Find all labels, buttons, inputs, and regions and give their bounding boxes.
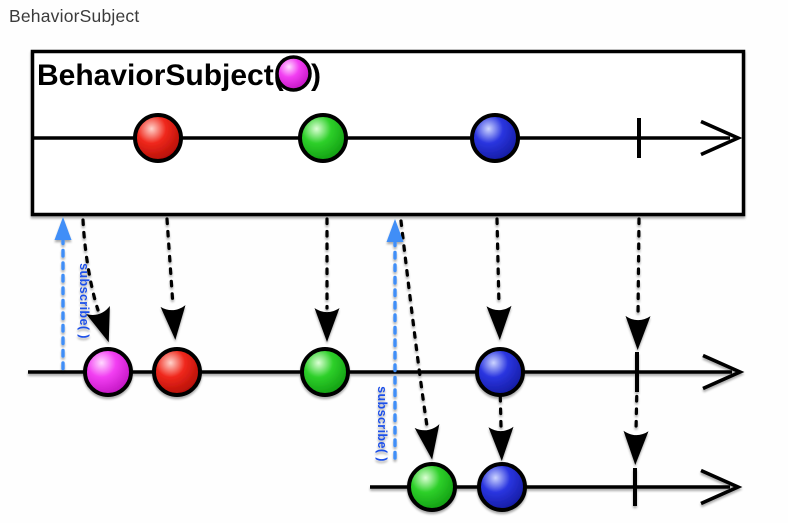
subscribe-label: subscribe( ) (77, 263, 91, 339)
emission-arrow-source-red-to-subscriber-1-red (160, 217, 186, 340)
timeline-subscriber-1 (28, 347, 745, 397)
marble-green-source (298, 113, 348, 163)
marble-green-subscriber-2 (407, 462, 457, 512)
subscribe-arrows: subscribe( ) subscribe( ) (54, 217, 404, 462)
marble-red-source (133, 113, 183, 163)
emission-arrow-subscriber-1-complete-to-subscriber-2-complete (623, 382, 649, 465)
subscribe-arrowhead-up (54, 217, 72, 240)
subscribe-arrowhead-up (386, 219, 404, 242)
timeline-arrowhead-subscriber-1 (702, 353, 745, 391)
emission-arrow-source-complete-to-subscriber-1-complete (625, 217, 651, 350)
operator-box-label-prefix: BehaviorSubject( (37, 59, 284, 92)
emission-arrow-source-blue-to-subscriber-1-blue (486, 217, 512, 340)
timeline-subscriber-2 (370, 462, 743, 512)
initial-value-marble (275, 55, 312, 92)
emission-arrow-current-value-to-subscriber-2-green (399, 219, 440, 460)
marble-red-subscriber-1 (152, 347, 202, 397)
timeline-source (31, 113, 743, 163)
marble-blue-subscriber-1 (475, 347, 525, 397)
subscribe-arrow-2: subscribe( ) (375, 219, 404, 462)
page-title: BehaviorSubject (9, 6, 140, 26)
marble-green-subscriber-1 (300, 347, 350, 397)
operator-box-label-suffix: ) (311, 59, 321, 92)
timeline-arrowhead-source (700, 119, 743, 157)
marble-blue-subscriber-2 (477, 462, 527, 512)
timelines (28, 113, 745, 512)
marble-blue-source (470, 113, 520, 163)
marble-magenta-subscriber-1 (83, 347, 133, 397)
emission-arrows (81, 217, 651, 465)
emission-arrow-initial-value-to-subscriber-1-magenta (81, 218, 110, 343)
timeline-arrowhead-subscriber-2 (700, 468, 743, 506)
subscribe-label: subscribe( ) (375, 386, 389, 462)
subscribe-arrow-1: subscribe( ) (54, 217, 91, 373)
